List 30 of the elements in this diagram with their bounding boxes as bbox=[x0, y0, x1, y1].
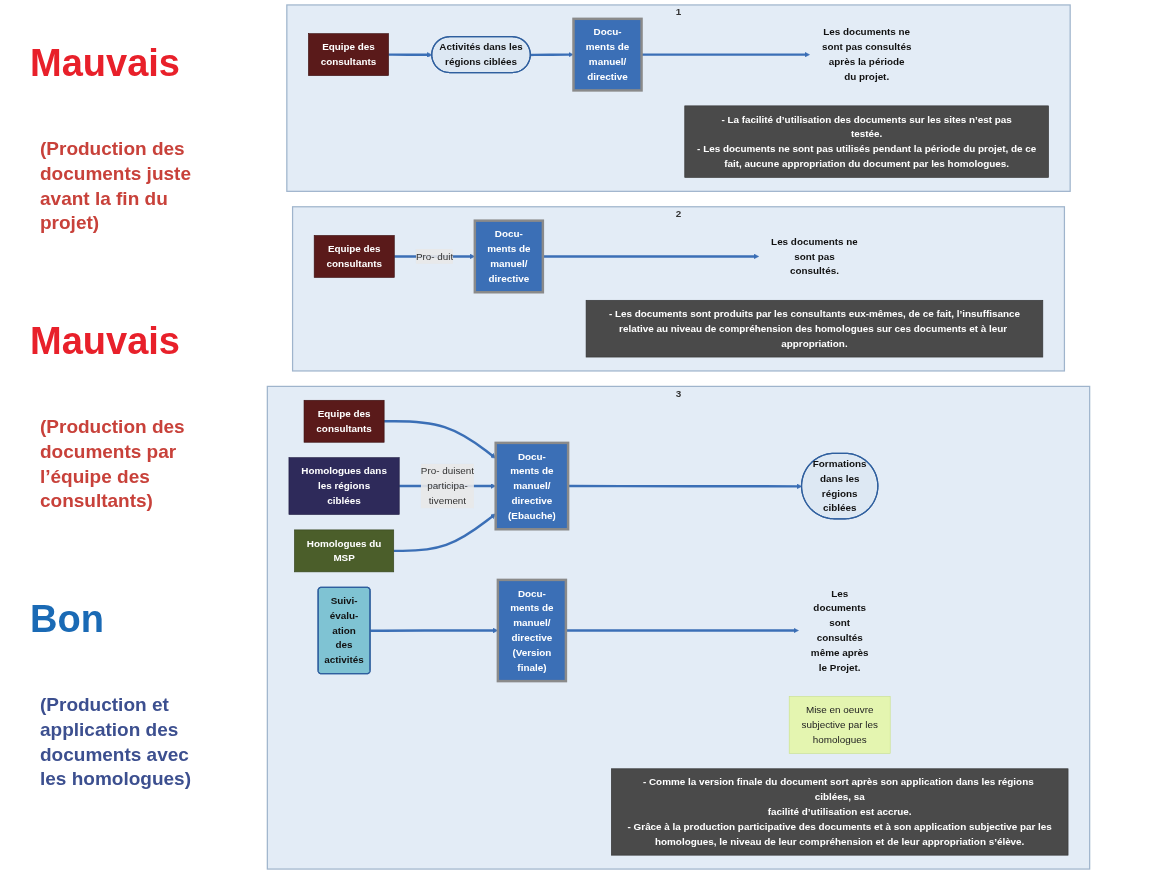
verdict-heading: Mauvais bbox=[30, 320, 181, 364]
verdict-heading: Bon bbox=[30, 598, 105, 642]
node-box: Equipe des consultants bbox=[308, 33, 389, 76]
node-box: - La facilité d’utilisation des documents sur les sites n’est pas testée. - Les documents ne sont pas utilisés pendant la période du projet, de ce fait, aucune appropriation du document par les homologues. bbox=[684, 105, 1049, 178]
arrow bbox=[641, 51, 810, 58]
arrow bbox=[530, 51, 574, 58]
node-box: - Comme la version finale du document sort après son application dans les régions ciblées, sa facilité d’utilisation est accrue. - Grâce à la production participative des documents et à son application subjective par les homologues, le niveau de leur compréhension et de leur appropriation s’élève. bbox=[611, 768, 1069, 856]
node-box: Equipe des consultants bbox=[303, 399, 385, 443]
arrow bbox=[565, 627, 799, 634]
verdict-description: (Production des documents juste avant la fin du projet) bbox=[40, 137, 192, 236]
node-box: Homologues dans les régions ciblées bbox=[288, 457, 400, 515]
node-box: Homologues du MSP bbox=[294, 529, 395, 573]
node-box: Docu- ments de manuel/ directive (Version finale) bbox=[496, 578, 568, 683]
node-box: - Les documents sont produits par les consultants eux-mêmes, de ce fait, l’insuffisance relative au niveau de compréhension des homologues sur ces documents et à leur appropriation. bbox=[585, 299, 1044, 358]
verdict-description: (Production des documents par l’équipe des consultants) bbox=[40, 415, 186, 514]
node-text: Les documents sont consultés même après le Projet. bbox=[810, 587, 869, 673]
node-box: Docu- ments de manuel/ directive bbox=[473, 219, 545, 294]
arrow bbox=[384, 420, 496, 459]
node-box: Mise en oeuvre subjective par les homologues bbox=[788, 696, 891, 754]
edge-label: Pro- duisent participa- tivement bbox=[420, 465, 475, 506]
node-box: Docu- ments de manuel/ directive (Ebauche) bbox=[494, 441, 570, 531]
verdict-description: (Production et application des documents avec les homologues) bbox=[40, 693, 192, 792]
node-box: Equipe des consultants bbox=[313, 235, 395, 278]
arrow bbox=[542, 253, 759, 260]
node-text: Les documents ne sont pas consultés après la période du projet. bbox=[821, 26, 912, 82]
node-text: Les documents ne sont pas consultés. bbox=[771, 236, 858, 277]
arrow bbox=[393, 513, 496, 553]
edge-label: Pro- duit bbox=[415, 250, 454, 262]
node-box: Docu- ments de manuel/ directive bbox=[572, 17, 643, 92]
verdict-heading: Mauvais bbox=[30, 42, 181, 86]
